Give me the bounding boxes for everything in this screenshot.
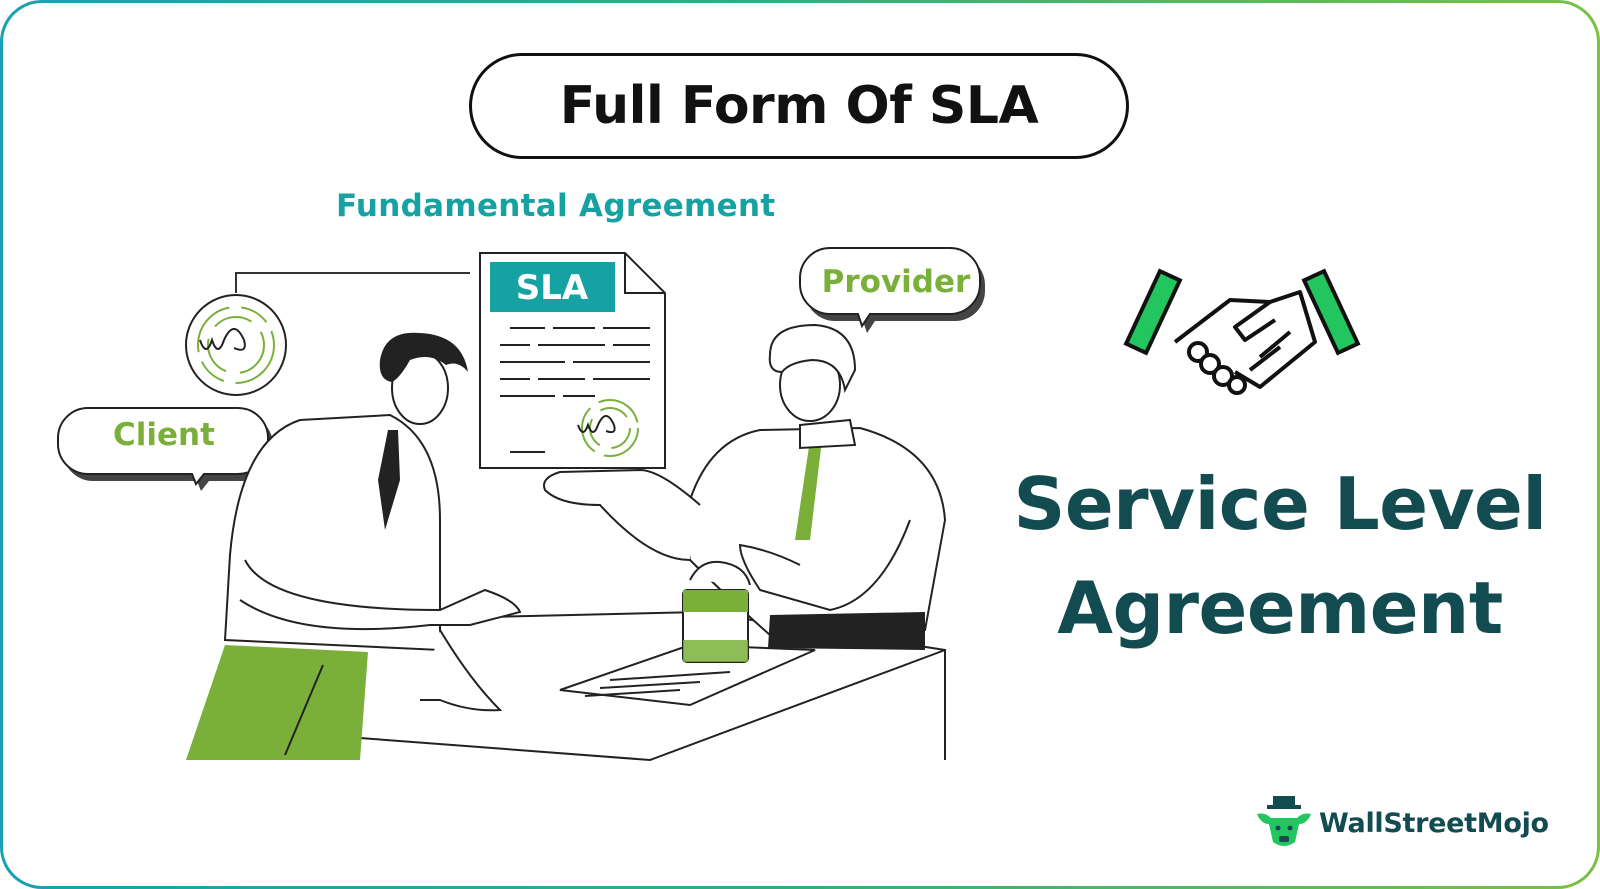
client-bubble: Client	[57, 407, 273, 491]
main-heading-line1: Service Level	[1013, 462, 1547, 546]
page-title: Full Form Of SLA	[469, 53, 1129, 159]
provider-person	[543, 323, 947, 650]
handshake-icon	[1123, 268, 1361, 395]
sla-badge	[490, 262, 615, 312]
provider-bubble: Provider	[799, 247, 985, 333]
main-heading: Service Level Agreement	[990, 452, 1570, 660]
brand-logo[interactable]: WallStreetMojo	[1255, 794, 1549, 852]
client-person	[186, 332, 522, 760]
subtitle-label: Fundamental Agreement	[336, 188, 776, 224]
signature-seal-icon	[185, 294, 287, 396]
stamp-icon	[682, 560, 751, 663]
document-sla-label: SLA	[516, 268, 589, 308]
bull-logo-icon	[1257, 796, 1311, 846]
main-heading-line2: Agreement	[1057, 566, 1503, 650]
provider-label: Provider	[822, 264, 971, 300]
brand-name: WallStreetMojo	[1319, 807, 1549, 839]
document-icon: SLA	[479, 252, 666, 469]
document-seal-icon	[577, 399, 639, 457]
connector-line	[235, 272, 470, 293]
client-label: Client	[113, 417, 215, 453]
